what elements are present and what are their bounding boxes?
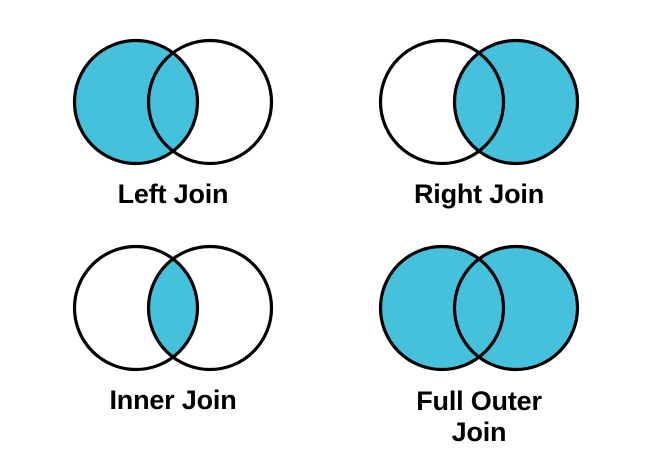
region-right-circle-fill <box>454 40 578 164</box>
join-label-left-join: Left Join <box>117 179 229 209</box>
join-diagram-left-join: Left Join <box>18 34 328 210</box>
join-diagram-inner-join: Inner Join <box>18 240 328 416</box>
join-label-right-join: Right Join <box>414 179 544 209</box>
region-intersection-fill <box>148 246 198 370</box>
right-circle-outline <box>452 244 580 372</box>
right-circle-outline <box>146 38 274 166</box>
region-right-circle-fill <box>454 246 578 370</box>
region-left-circle-fill <box>74 40 198 164</box>
right-circle-outline <box>146 244 274 372</box>
left-circle-outline <box>378 38 506 166</box>
venn-svg-right-join <box>378 38 580 166</box>
join-diagram-full-outer-join: Full Outer Join <box>324 240 634 448</box>
join-label-inner-join: Inner Join <box>109 385 237 415</box>
venn-svg-left-join <box>72 38 274 166</box>
join-diagram-right-join: Right Join <box>324 34 634 210</box>
left-circle-outline <box>72 38 200 166</box>
venn-svg-inner-join <box>72 244 274 372</box>
left-circle-outline <box>72 244 200 372</box>
left-circle-outline <box>378 244 506 372</box>
join-label-full-outer-join: Full Outer Join <box>416 386 542 447</box>
right-circle-outline <box>452 38 580 166</box>
venn-svg-full-outer-join <box>378 244 580 372</box>
